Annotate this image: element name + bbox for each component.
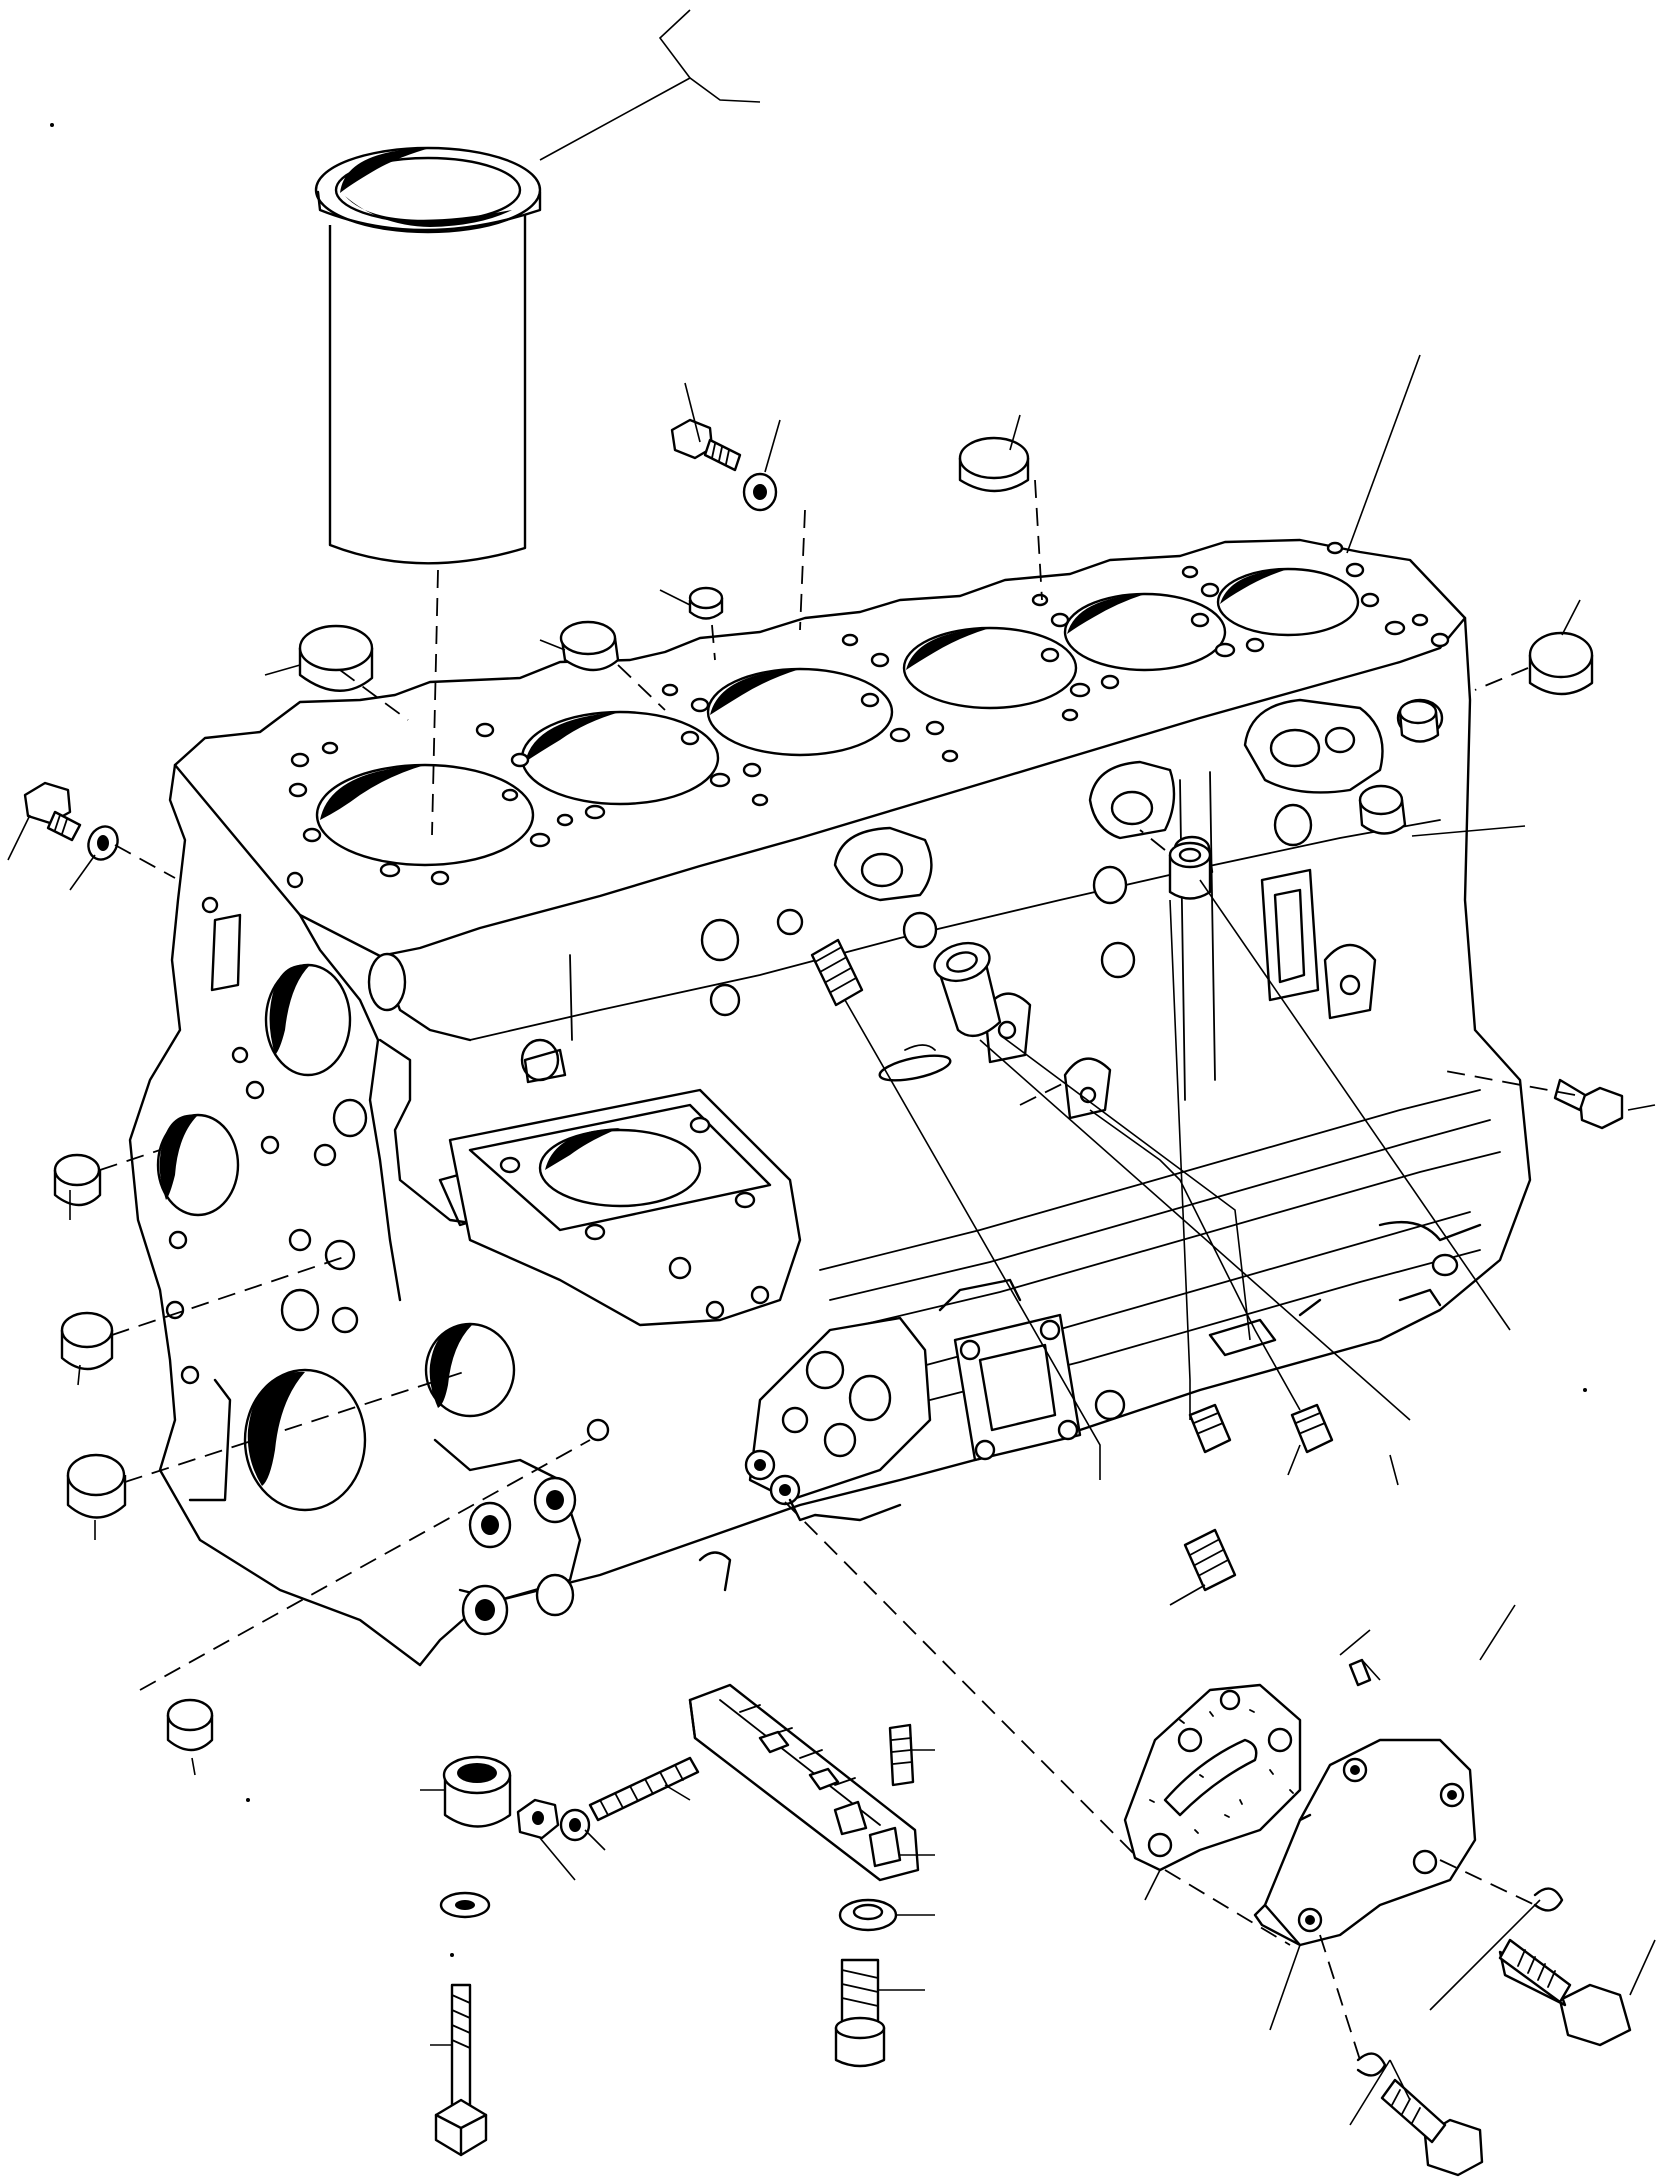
expansion-plug bbox=[60, 1311, 114, 1371]
threaded-plug bbox=[1183, 1528, 1237, 1592]
bushing bbox=[1168, 841, 1212, 900]
expansion-plug bbox=[1528, 631, 1594, 696]
expansion-plug bbox=[958, 436, 1030, 493]
cylinder-block bbox=[128, 538, 1532, 1667]
expansion-plug bbox=[559, 620, 620, 672]
oil-jet-bracket bbox=[688, 1683, 920, 1882]
pump-mounting-pad bbox=[448, 1048, 802, 1327]
expansion-plug bbox=[166, 1698, 214, 1752]
front-bosses bbox=[520, 698, 1444, 1120]
dowel-pin bbox=[888, 1723, 915, 1787]
cylinder-liner bbox=[314, 146, 542, 565]
bolt bbox=[1380, 2078, 1484, 2177]
dowel-pin bbox=[1398, 699, 1440, 743]
end-face-detail bbox=[156, 871, 610, 1636]
leader-lines bbox=[7, 9, 1656, 2126]
bolt bbox=[434, 1983, 488, 2157]
filter-flange bbox=[744, 1278, 1126, 1506]
threaded-plug bbox=[810, 938, 864, 1007]
bolt bbox=[670, 418, 742, 472]
expansion-plug bbox=[298, 624, 374, 692]
bushing bbox=[442, 1755, 512, 1828]
bolt bbox=[1498, 1938, 1632, 2047]
threaded-plug bbox=[1348, 1658, 1372, 1687]
threaded-plug bbox=[1290, 1403, 1334, 1454]
gasket bbox=[1123, 1683, 1302, 1872]
lock-washer bbox=[1533, 1887, 1564, 1912]
bolt bbox=[23, 781, 82, 842]
washer bbox=[559, 1808, 591, 1842]
deck-holes bbox=[288, 541, 1450, 886]
stud bbox=[588, 1756, 700, 1822]
bolt bbox=[1553, 1078, 1624, 1130]
bushing bbox=[933, 941, 1002, 1038]
expansion-plug bbox=[53, 1153, 102, 1207]
expansion-plug bbox=[1358, 784, 1407, 835]
lock-washer bbox=[1356, 2052, 1387, 2077]
washer bbox=[742, 472, 778, 512]
expansion-plug bbox=[66, 1453, 127, 1519]
bolt bbox=[834, 1958, 886, 2068]
threaded-plug bbox=[1188, 1403, 1232, 1454]
cylinder-bores bbox=[315, 567, 1360, 867]
cover-plate bbox=[1253, 1738, 1477, 1947]
dowel-pin bbox=[688, 586, 724, 620]
washer bbox=[87, 825, 119, 861]
scan-specks bbox=[50, 123, 1587, 1957]
washer bbox=[439, 1891, 491, 1919]
nut bbox=[516, 1798, 560, 1840]
washer bbox=[838, 1898, 898, 1932]
assembly-lines bbox=[99, 479, 1576, 2061]
